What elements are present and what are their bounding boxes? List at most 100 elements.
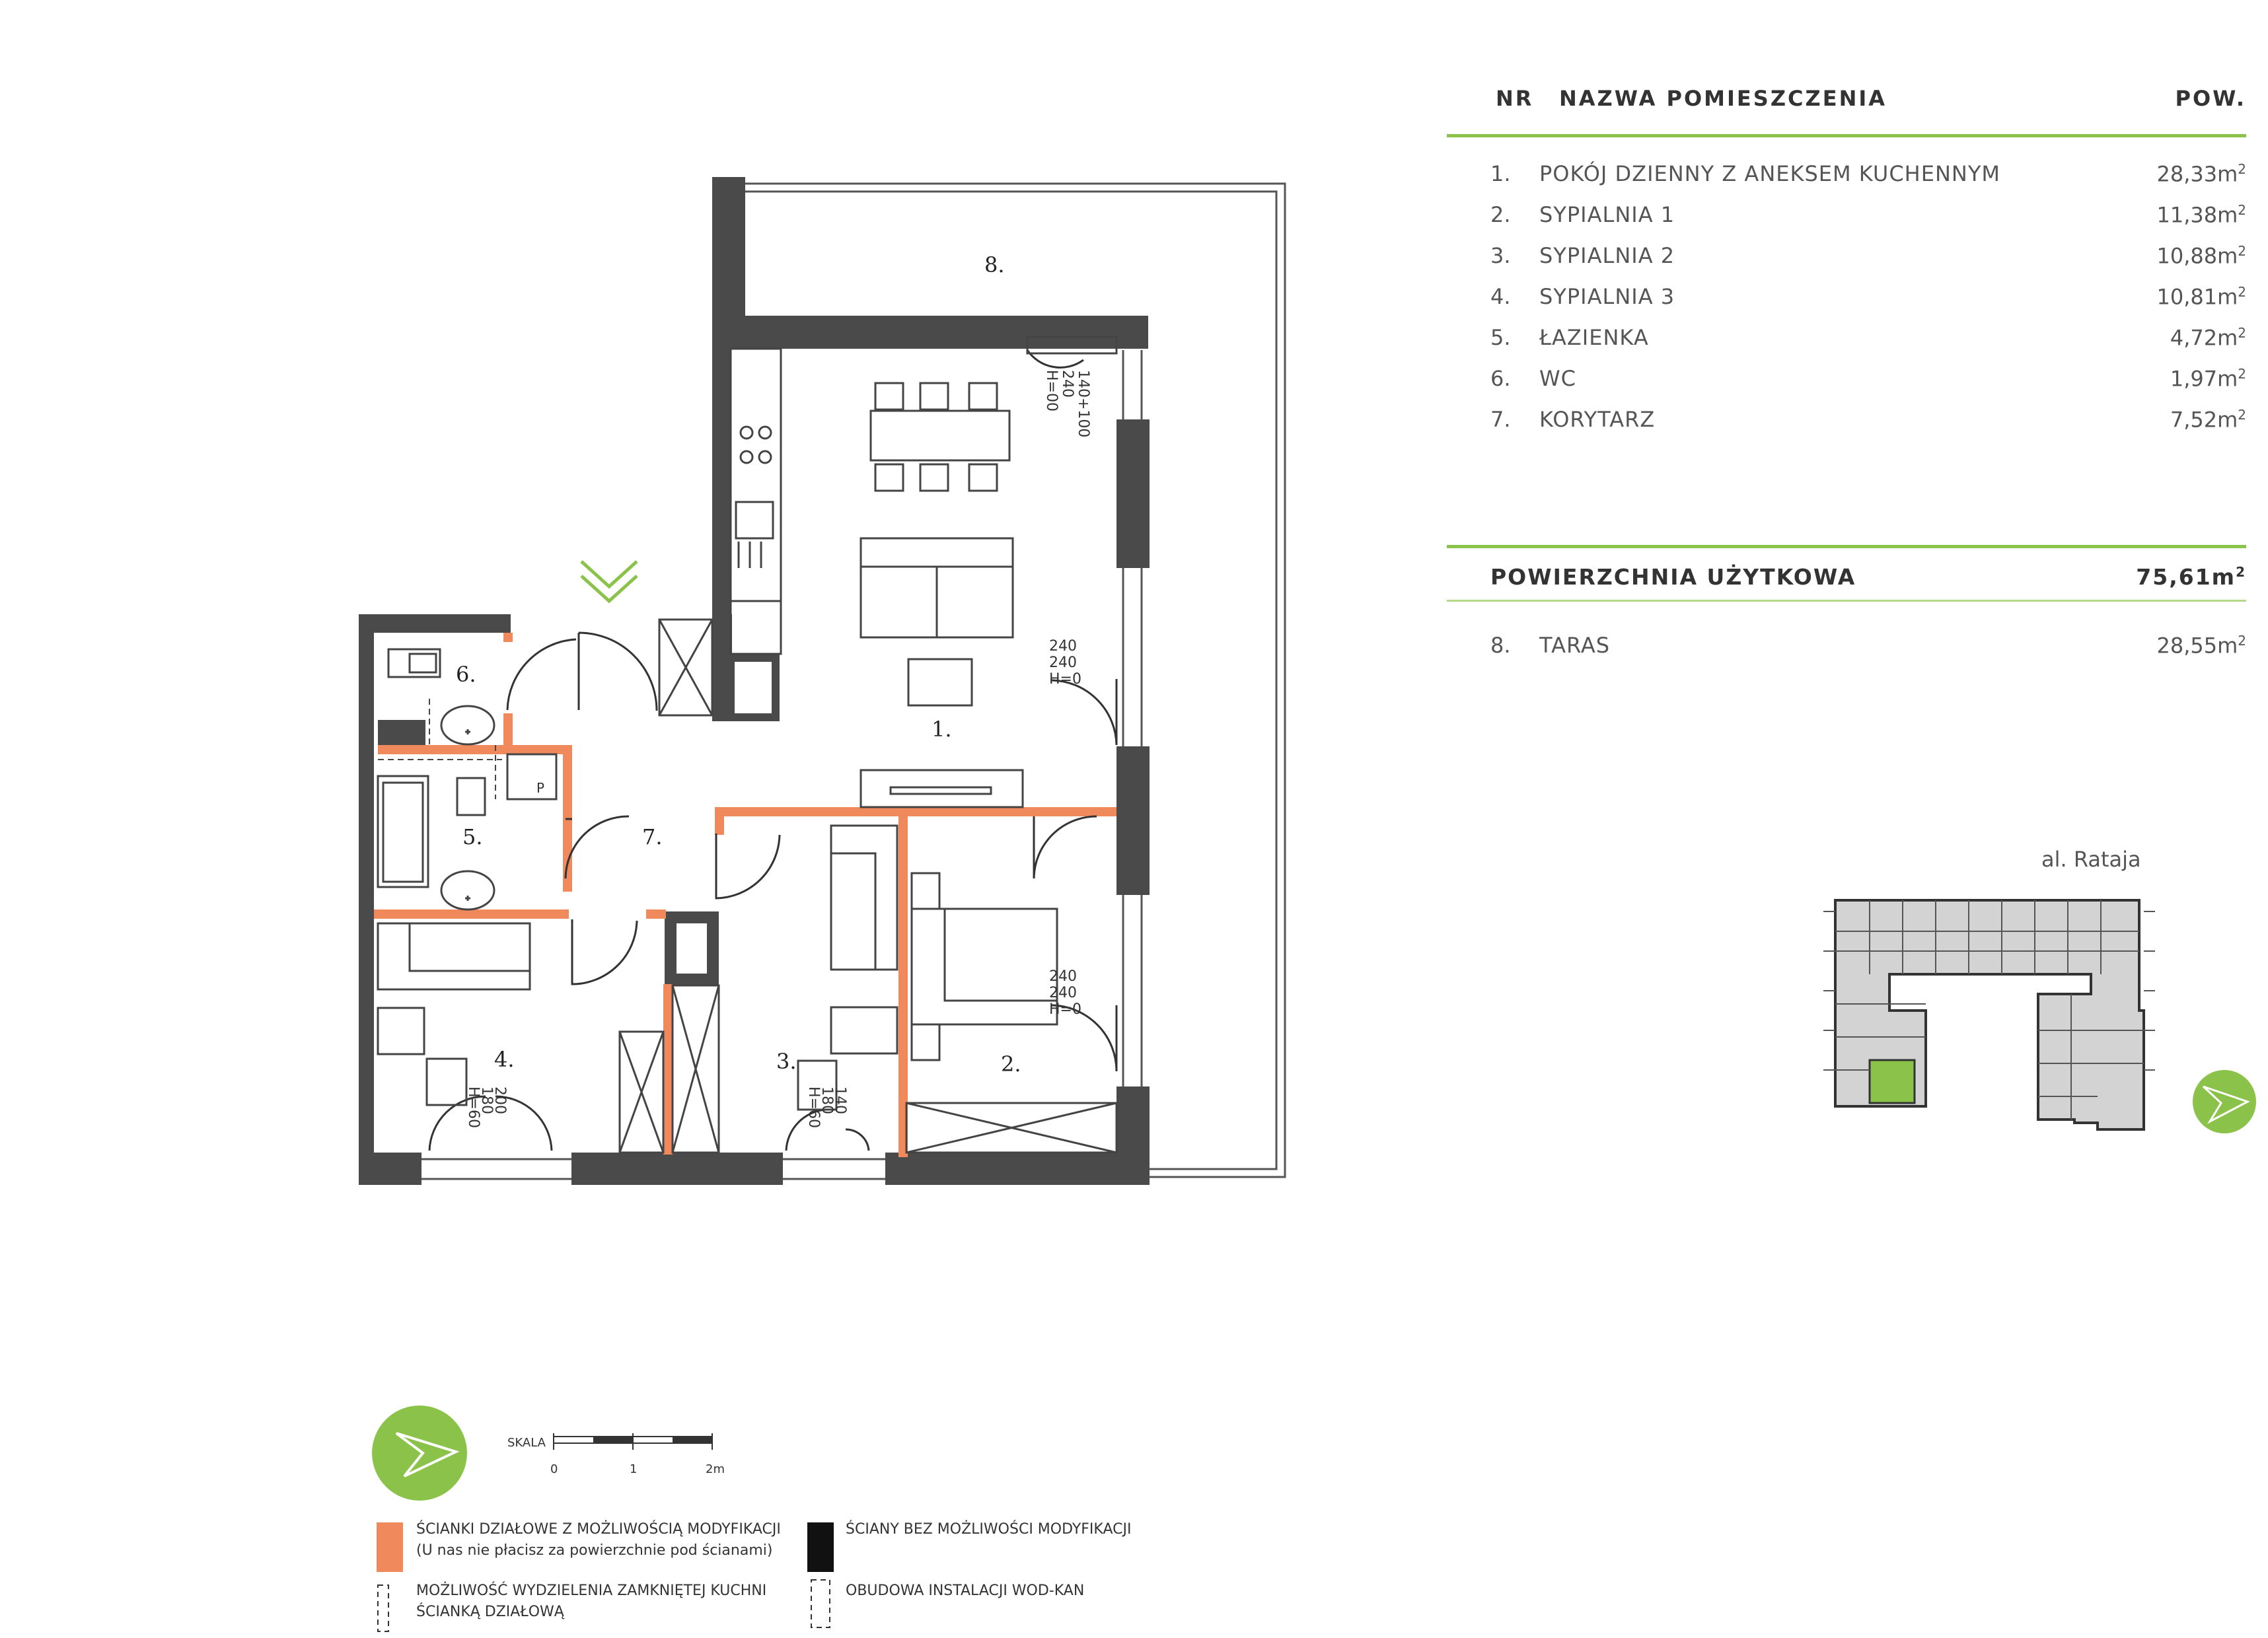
room-nr: 4. [1490,284,1511,309]
site-north-arrow-icon [2202,1085,2250,1124]
scale-bar [553,1433,713,1450]
legend-kitchen-option: MOŻLIWOŚĆ WYDZIELENIA ZAMKNIĘTEJ KUCHNI … [416,1581,766,1623]
legend-kitchen-option-line1: MOŻLIWOŚĆ WYDZIELENIA ZAMKNIĘTEJ KUCHNI [416,1583,767,1599]
note-terrace-door-3: H=00 [1043,370,1060,411]
note-bedroom1-2: 240 [1049,985,1077,1001]
room-label-3: 3. [776,1049,797,1074]
room-area: 1,97m2 [2170,366,2246,392]
scale-tick-0: 0 [550,1462,558,1476]
room-nr: 6. [1490,366,1511,391]
room-label-4: 4. [494,1047,515,1072]
room-area-value: 11,38m [2156,202,2238,228]
room-area-unit: 2 [2238,325,2246,341]
room-area-unit: 2 [2238,202,2246,218]
legend-kitchen-option-line2: ŚCIANKĄ DZIAŁOWĄ [416,1604,564,1620]
legend-swatch-partition [377,1522,403,1572]
street-label: al. Rataja [2041,847,2141,872]
legend-movable-walls-label: ŚCIANKI DZIAŁOWE Z MOŻLIWOŚCIĄ MODYFIKAC… [416,1521,781,1538]
note-bedroom1-3: H=0 [1049,1001,1081,1018]
boiler-label: P [536,780,544,796]
room-table: 1. POKÓJ DZIENNY Z ANEKSEM KUCHENNYM 28,… [1447,157,2246,444]
note-bedroom2-2: 180 [819,1086,835,1114]
structural-walls [359,177,1150,1185]
terrace-row: 8. TARAS 28,55m2 [1447,629,2246,670]
usable-top-rule [1447,545,2246,548]
doors [428,337,1118,1151]
dimension-notes: 140+100 240 H=00 240 240 H=0 240 240 H=0… [465,370,1091,1128]
compass-arrow-icon [395,1432,460,1478]
room-area: 7,52m2 [2170,407,2246,433]
header-rule [1447,134,2246,137]
room-area-value: 4,72m [2170,325,2238,351]
room-table-header: NR NAZWA POMIESZCZENIA POW. [1447,79,2246,139]
kitchen-option-dashes [378,699,502,799]
room-area-value: 10,88m [2156,243,2238,269]
legend-swatch-structural [807,1522,834,1572]
room-name: SYPIALNIA 1 [1539,202,1675,227]
room-area-unit: 2 [2238,407,2246,423]
terrace-outline [745,182,1286,1178]
header-area: POW. [2175,86,2246,111]
legend-fixed-walls: ŚCIANY BEZ MOŻLIWOŚCI MODYFIKACJI [846,1521,1132,1538]
note-living-2: 240 [1049,655,1077,671]
note-bedroom3-2: 180 [478,1086,495,1114]
room-name: POKÓJ DZIENNY Z ANEKSEM KUCHENNYM [1539,161,2000,186]
usable-area-label: POWIERZCHNIA UŻYTKOWA [1490,564,1856,590]
room-row: 2. SYPIALNIA 1 11,38m2 [1447,198,2246,239]
kitchen [729,347,782,655]
room-nr: 7. [1490,407,1511,432]
bathroom-fixtures [377,648,558,911]
room-area: 28,33m2 [2156,161,2246,187]
scale-tick-1: 1 [630,1462,637,1476]
room-nr: 3. [1490,243,1511,268]
room-row: 6. WC 1,97m2 [1447,362,2246,403]
partition-walls [374,633,1116,1157]
room-label-2: 2. [1001,1051,1021,1077]
site-north-arrow-circle [2193,1070,2256,1133]
living-furniture [860,382,1024,808]
terrace-name: TARAS [1539,633,1611,658]
room-row: 3. SYPIALNIA 2 10,88m2 [1447,239,2246,280]
terrace-area: 28,55m2 [2156,633,2246,659]
room-area: 10,88m2 [2156,243,2246,269]
legend-movable-walls-note: (U nas nie płacisz za powierzchnie pod ś… [416,1542,773,1559]
room-name: KORYTARZ [1539,407,1656,432]
room-nr: 1. [1490,161,1511,186]
room-name: WC [1539,366,1576,391]
room-area: 10,81m2 [2156,284,2246,310]
scale-label: SKALA [507,1436,546,1450]
scale-tick-2: 2m [706,1462,725,1476]
site-key-plan [1823,899,2155,1131]
legend-installation: OBUDOWA INSTALACJI WOD-KAN [846,1583,1085,1599]
usable-area-row: POWIERZCHNIA UŻYTKOWA 75,61m2 [1447,560,2246,600]
note-bedroom2-3: H=60 [805,1086,822,1128]
room-label-8: 8. [984,252,1005,277]
room-nr: 2. [1490,202,1511,227]
room-row: 4. SYPIALNIA 3 10,81m2 [1447,280,2246,321]
shaft-inner-kitchen [735,662,772,713]
room-name: SYPIALNIA 3 [1539,284,1675,309]
room-area-value: 28,33m [2156,161,2238,187]
note-living-1: 240 [1049,638,1077,655]
room-row: 5. ŁAZIENKA 4,72m2 [1447,321,2246,362]
room-label-1: 1. [932,717,952,742]
room-label-7: 7. [642,824,663,849]
header-nr: NR [1496,86,1534,111]
windows [421,350,1143,1180]
room-area-value: 1,97m [2170,366,2238,392]
room-label-5: 5. [462,824,483,849]
room-name: ŁAZIENKA [1539,325,1649,350]
room-name: SYPIALNIA 2 [1539,243,1675,268]
room-area-value: 10,81m [2156,284,2238,310]
room-area: 4,72m2 [2170,325,2246,351]
shaft-inner [677,923,707,974]
note-living-3: H=0 [1049,671,1081,688]
usable-bottom-rule [1447,600,2246,602]
usable-area-number: 75,61m [2136,564,2236,590]
usable-area-unit: 2 [2236,564,2246,580]
note-bedroom3-1: 200 [492,1086,508,1114]
note-terrace-door-2: 240 [1059,370,1076,398]
room-labels: 1. 2. 3. 4. 5. 6. 7. 8. [456,252,1021,1077]
legend-swatch-installation [811,1579,830,1628]
entrance-arrow-icon [580,560,638,604]
